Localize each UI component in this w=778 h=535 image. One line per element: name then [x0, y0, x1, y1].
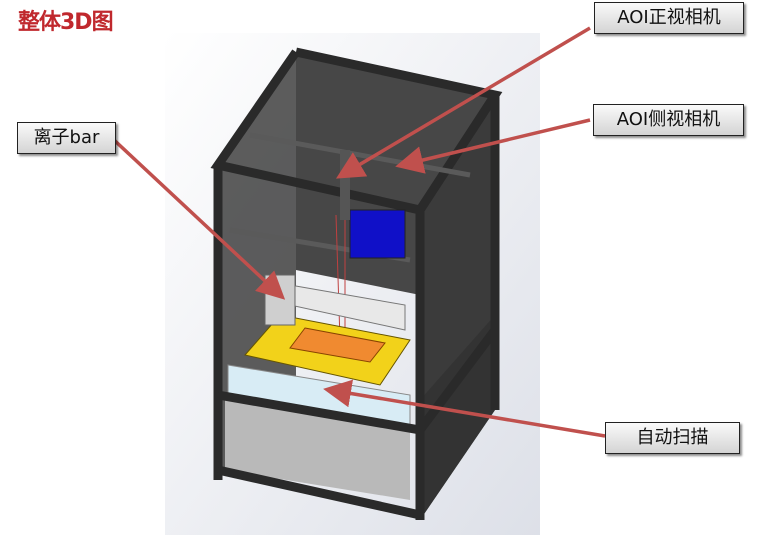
- arrow-ion-bar: [112, 138, 286, 300]
- ion-bar-unit: [264, 274, 296, 326]
- callout-ion-bar: 离子bar: [17, 122, 116, 154]
- slide-title: 整体3D图: [18, 10, 114, 35]
- callout-auto-scan: 自动扫描: [605, 422, 740, 454]
- arrow-side-camera: [395, 118, 591, 174]
- callout-arrows: [112, 26, 606, 438]
- scan-area: [289, 327, 386, 363]
- arrow-front-camera: [335, 26, 591, 179]
- camera-block: [349, 209, 406, 259]
- arrow-auto-scan: [323, 379, 606, 438]
- aluminum-frame: [210, 47, 503, 520]
- lower-right-cabinet: [420, 315, 495, 520]
- callout-side-camera: AOI侧视相机: [593, 104, 744, 136]
- callout-front-camera: AOI正视相机: [594, 2, 744, 34]
- camera-mount: [340, 150, 350, 220]
